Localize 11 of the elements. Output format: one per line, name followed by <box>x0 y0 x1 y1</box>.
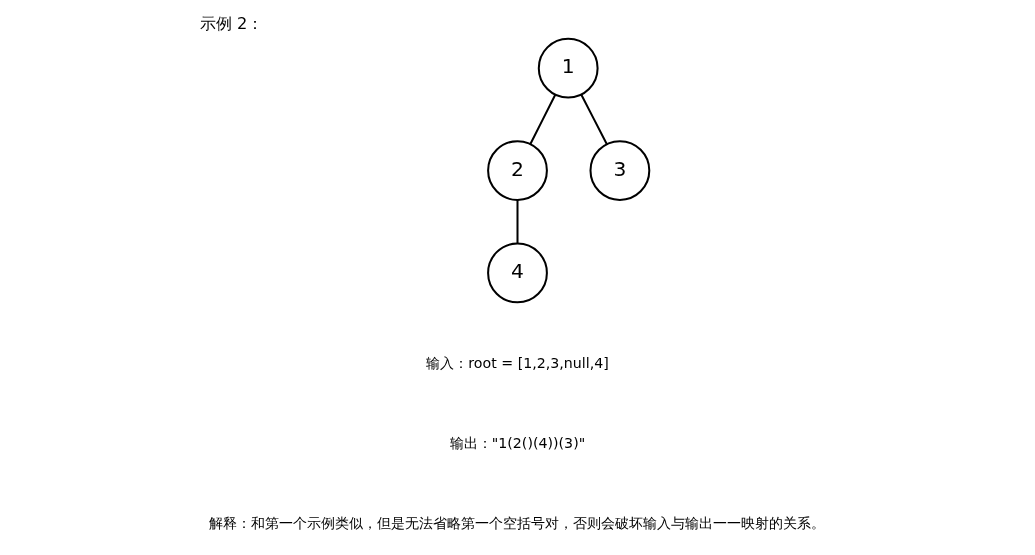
label: 解释：和第一个示例类似，但是无法省略第一个空括号对，否则会破坏输入与输出一一映射的关系。 <box>209 515 826 532</box>
node-circle: 4 <box>487 242 548 304</box>
node-circle: 1 <box>537 37 599 99</box>
label: 输入：root = [1,2,3,null,4] <box>426 354 609 371</box>
node-circle: 2 <box>487 140 548 201</box>
diagram-title: 示例 2： <box>199 14 264 34</box>
connector <box>580 94 608 145</box>
label: 输出："1(2()(4))(3)" <box>449 435 586 452</box>
node-circle: 3 <box>589 140 651 201</box>
connector <box>516 200 519 244</box>
connector <box>529 94 557 145</box>
